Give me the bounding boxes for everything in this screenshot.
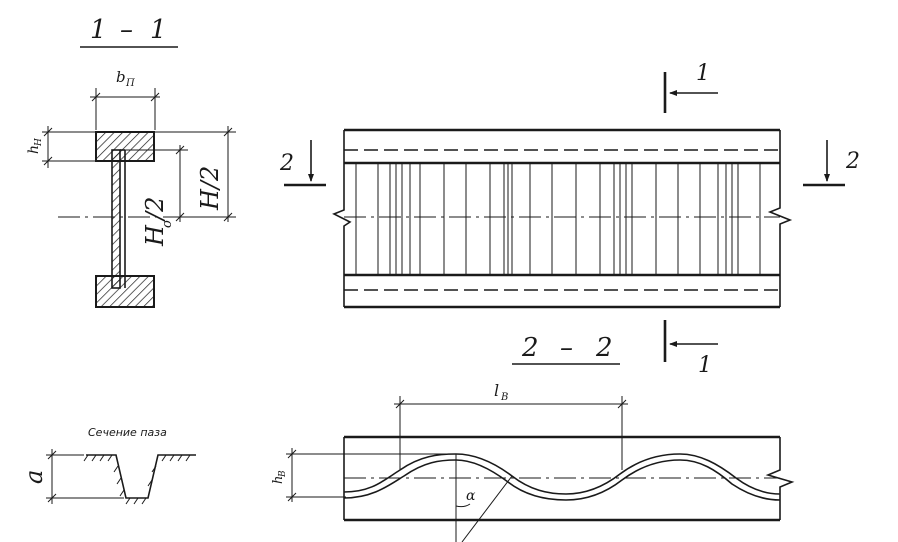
cut-1-bottom-label: 1	[698, 353, 712, 378]
break-right	[767, 130, 793, 307]
plan-break-right	[765, 437, 795, 520]
label-l: l	[494, 381, 499, 400]
cut-1-top-label: 1	[696, 61, 710, 86]
section-2-2-right: 2	[595, 333, 613, 363]
label-a: a	[20, 470, 48, 484]
web	[111, 149, 121, 289]
label-b-sub: П	[125, 78, 135, 89]
section-2-2-title: 2 – 2	[512, 333, 620, 365]
cut-2-left-label: 2	[279, 151, 294, 176]
groove-profile	[86, 454, 196, 499]
beam-elevation: 1 1 2 2	[279, 61, 860, 378]
ibeam-cross-section: b П h Н H о /2 H/2	[26, 68, 236, 308]
label-h-sub: Н	[34, 138, 44, 147]
beam-plan-corrugated-web: l В h В α	[271, 381, 795, 542]
section-2-2-dash: –	[560, 333, 573, 363]
label-b: b	[116, 68, 126, 86]
section-1-1-title: 1 – 1	[80, 15, 178, 48]
label-H: H	[141, 224, 169, 247]
label-h: h	[26, 145, 42, 154]
web-wave-outer	[343, 453, 781, 495]
label-alpha: α	[466, 488, 476, 504]
label-h-over-2: H/2	[196, 166, 224, 211]
label-hb: h	[271, 476, 286, 484]
label-H-sub: о	[160, 220, 175, 228]
section-1-1-right: 1	[150, 15, 167, 45]
alpha-arc	[455, 503, 471, 508]
section-1-1-dash: –	[120, 15, 133, 45]
label-ho-half: /2	[141, 197, 169, 222]
break-left	[332, 130, 352, 307]
label-hb-sub: В	[278, 470, 288, 478]
groove-hatching	[83, 454, 191, 505]
label-l-sub: В	[500, 392, 508, 403]
groove-title: Сечение паза	[88, 426, 167, 439]
web-ribs	[355, 163, 761, 275]
web-wave-inner	[343, 459, 781, 501]
section-1-1-left: 1	[90, 15, 107, 45]
groove-section: Сечение паза a	[20, 426, 196, 505]
section-2-2-left: 2	[521, 333, 539, 363]
alpha-ray	[461, 475, 513, 542]
cut-2-right-label: 2	[845, 149, 860, 174]
